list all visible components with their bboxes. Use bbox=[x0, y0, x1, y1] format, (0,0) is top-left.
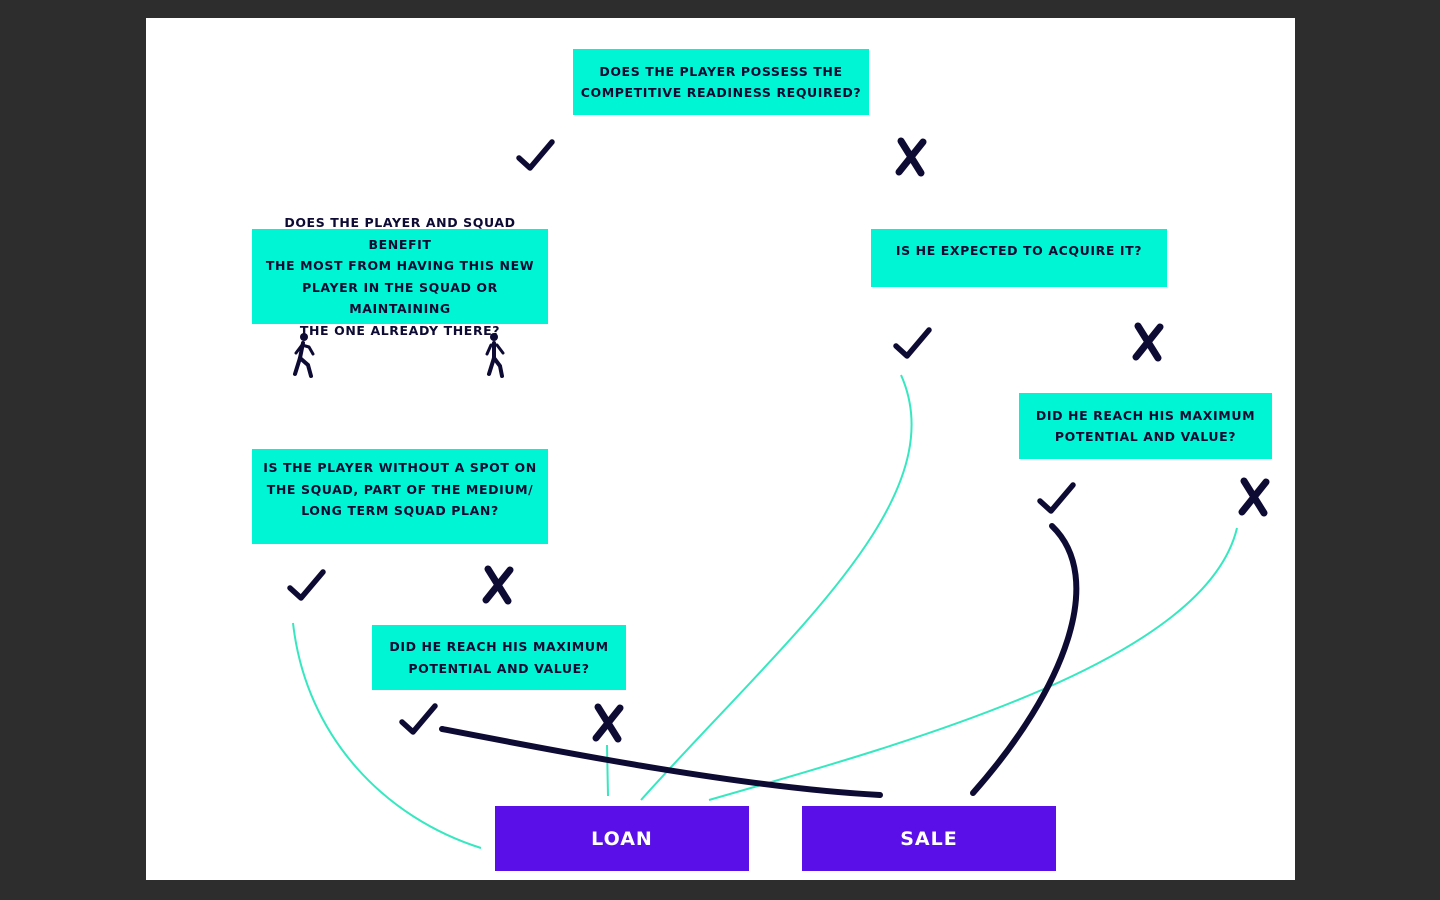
check-icon bbox=[893, 327, 932, 359]
link-q5-yes-to-loan bbox=[292, 622, 482, 849]
question-squad-benefit: DOES THE PLAYER AND SQUAD BENEFIT THE MO… bbox=[252, 215, 548, 338]
question-text: DOES THE PLAYER AND SQUAD BENEFIT THE MO… bbox=[265, 215, 535, 338]
question-text: IS THE PLAYER WITHOUT A SPOT ON THE SQUA… bbox=[263, 460, 537, 518]
cross-icon bbox=[1132, 322, 1164, 362]
outcome-loan: LOAN bbox=[495, 806, 749, 871]
outcome-label: SALE bbox=[900, 827, 958, 850]
link-q3-yes-to-loan bbox=[640, 374, 913, 801]
question-text: DOES THE PLAYER POSSESS THE COMPETITIVE … bbox=[580, 63, 862, 101]
cross-icon bbox=[1238, 477, 1270, 517]
question-max-potential-left: DID HE REACH HIS MAXIMUM POTENTIAL AND V… bbox=[372, 625, 626, 690]
question-max-potential-right: DID HE REACH HIS MAXIMUM POTENTIAL AND V… bbox=[1019, 393, 1272, 459]
cross-icon bbox=[895, 137, 927, 177]
outcome-label: LOAN bbox=[591, 827, 653, 850]
flowchart-canvas: DOES THE PLAYER POSSESS THE COMPETITIVE … bbox=[146, 18, 1295, 880]
check-icon bbox=[1037, 482, 1076, 514]
question-competitive-readiness: DOES THE PLAYER POSSESS THE COMPETITIVE … bbox=[573, 49, 869, 115]
outcome-sale: SALE bbox=[802, 806, 1056, 871]
link-q4-no-to-loan bbox=[708, 527, 1238, 801]
walking-person-icon bbox=[485, 333, 505, 378]
check-icon bbox=[516, 139, 555, 171]
check-icon bbox=[399, 703, 438, 735]
link-q4-yes-to-sale bbox=[970, 523, 1080, 796]
question-text: DID HE REACH HIS MAXIMUM POTENTIAL AND V… bbox=[1035, 407, 1256, 445]
cross-icon bbox=[592, 703, 624, 743]
question-expected-to-acquire: IS HE EXPECTED TO ACQUIRE IT? bbox=[871, 229, 1167, 287]
question-text: IS HE EXPECTED TO ACQUIRE IT? bbox=[895, 243, 1143, 258]
link-q6-yes-to-sale bbox=[439, 726, 883, 798]
link-q6-no-to-loan bbox=[606, 744, 609, 797]
check-icon bbox=[287, 569, 326, 601]
connector-lines bbox=[292, 374, 1238, 849]
walking-person-icon bbox=[293, 333, 315, 378]
question-without-spot: IS THE PLAYER WITHOUT A SPOT ON THE SQUA… bbox=[252, 449, 548, 544]
cross-icon bbox=[482, 565, 514, 605]
question-text: DID HE REACH HIS MAXIMUM POTENTIAL AND V… bbox=[389, 639, 609, 676]
